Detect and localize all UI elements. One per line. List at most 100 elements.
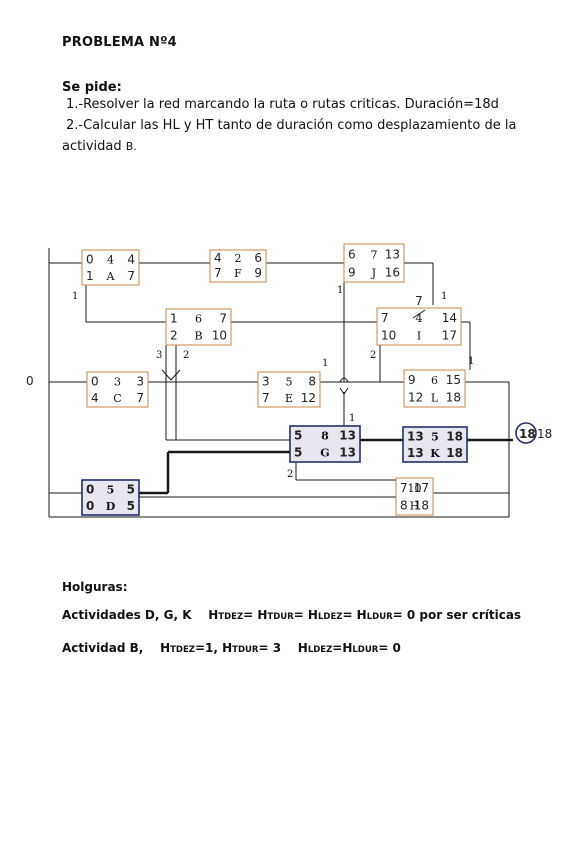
link-label: 1: [349, 413, 355, 424]
activity-activity-id: L: [431, 391, 439, 404]
activity-activity-id: I: [417, 329, 421, 342]
activity-struck-value: 7: [415, 294, 423, 308]
b-h3-mid: =H: [332, 641, 353, 655]
activity-early-start: 1: [170, 312, 178, 326]
activity-box-frame: [343, 243, 405, 283]
network-lines: [48, 248, 513, 518]
b-h2-val: = 3: [258, 641, 282, 655]
activity-activity-id: G: [320, 447, 329, 460]
activity-activity-id: E: [285, 392, 293, 405]
slack-h1: H: [208, 608, 219, 622]
activity-early-finish: 8: [308, 374, 316, 388]
activity-early-finish: 17: [414, 481, 429, 495]
activity-box-frame: [395, 477, 434, 516]
activity-early-start: 0: [86, 482, 94, 496]
holguras-title: Holguras:: [62, 580, 128, 594]
activity-activity-id: A: [106, 270, 116, 283]
activity-early-finish: 15: [446, 373, 461, 387]
activity-early-finish: 6: [254, 251, 262, 265]
activity-activity-id: K: [430, 447, 440, 460]
activity-duration: 7: [371, 248, 378, 261]
link-label: 1: [72, 291, 78, 302]
b-h3-val: = 0: [378, 641, 401, 655]
activity-early-start: 4: [214, 251, 222, 265]
activity-late-start: 5: [294, 446, 302, 460]
activity-b-slack-line: Actividad B, HTDEZ=1, HTDUR= 3 HLDEZ=HLD…: [62, 641, 401, 655]
b-h3-sub2: LDUR: [352, 645, 379, 655]
link-label: 2: [183, 350, 189, 361]
activity-late-finish: 10: [212, 329, 227, 343]
activity-box-frame: [86, 371, 149, 408]
problem-title: PROBLEMA Nº4: [62, 35, 177, 50]
activity-activity-id: F: [234, 267, 242, 280]
slack-h2: = H: [243, 608, 268, 622]
task-2-text: 2.-Calcular las HL y HT tanto de duració…: [66, 118, 517, 133]
activity-activity-id: J: [371, 266, 376, 279]
task-2-activity: B.: [125, 140, 137, 153]
activity-late-start: 4: [91, 391, 99, 405]
activity-duration: 8: [321, 430, 329, 443]
strike-mark: [412, 309, 426, 319]
activity-early-finish: 7: [219, 312, 227, 326]
activity-duration: 3: [114, 375, 121, 388]
slack-h4-sub: LDUR: [366, 612, 393, 622]
activity-box-frame: [403, 369, 466, 408]
critical-activities-label: Actividades D, G, K: [62, 608, 192, 622]
slack-h2-sub: TDUR: [267, 612, 294, 622]
activity-duration: 10: [408, 482, 422, 495]
activity-duration: 5: [286, 375, 293, 388]
activity-early-start: 0: [86, 252, 94, 266]
activity-early-finish: 13: [385, 247, 400, 261]
activity-duration: 4: [107, 253, 114, 266]
slack-h3-sub: LDEZ: [317, 612, 343, 622]
activity-early-start: 5: [294, 429, 302, 443]
task-1-text: 1.-Resolver la red marcando la ruta o ru…: [66, 97, 499, 112]
activity-early-start: 0: [91, 374, 99, 388]
activity-early-finish: 3: [136, 374, 144, 388]
activity-late-start: 12: [408, 390, 423, 404]
b-h3-sub: LDEZ: [307, 645, 333, 655]
activity-early-finish: 13: [339, 429, 356, 443]
crossing-arc: [339, 377, 349, 383]
activity-late-finish: 18: [446, 390, 461, 404]
link-labels: 1 1 1 3 2 1 2 1 1 2: [72, 285, 474, 480]
activity-late-start: 7: [214, 266, 222, 280]
activity-early-start: 9: [408, 373, 416, 387]
slack-h1-sub: TDEZ: [218, 612, 244, 622]
activity-late-finish: 12: [301, 391, 316, 405]
b-h1: H: [160, 641, 171, 655]
activity-duration: 2: [235, 252, 242, 265]
link-label: 1: [441, 291, 447, 302]
activity-duration: 5: [431, 430, 439, 443]
link-label: 1: [322, 358, 328, 369]
activity-activity-id: C: [113, 392, 121, 405]
activity-late-finish: 17: [442, 328, 457, 342]
activity-early-start: 6: [348, 247, 356, 261]
activity-late-start: 0: [86, 499, 94, 513]
task-2-continuation: actividad B.: [62, 139, 137, 154]
section-heading: Se pide:: [62, 80, 122, 95]
link-label: 3: [156, 350, 162, 361]
link-label: 2: [370, 350, 376, 361]
activity-late-start: 9: [348, 265, 356, 279]
activity-late-start: 2: [170, 329, 178, 343]
link-label: 1: [337, 285, 343, 296]
end-node-circle: [515, 422, 537, 444]
activity-late-finish: 18: [414, 498, 429, 512]
activity-early-start: 7: [400, 481, 408, 495]
activity-box-frame: [257, 371, 321, 408]
activity-late-finish: 9: [254, 266, 262, 280]
b-h1-val: =1,: [194, 641, 218, 655]
end-node: 18 18: [515, 422, 552, 444]
activity-early-finish: 18: [446, 429, 463, 443]
b-h3: H: [297, 641, 308, 655]
activity-late-finish: 5: [127, 499, 135, 513]
link-label: 2: [287, 469, 293, 480]
